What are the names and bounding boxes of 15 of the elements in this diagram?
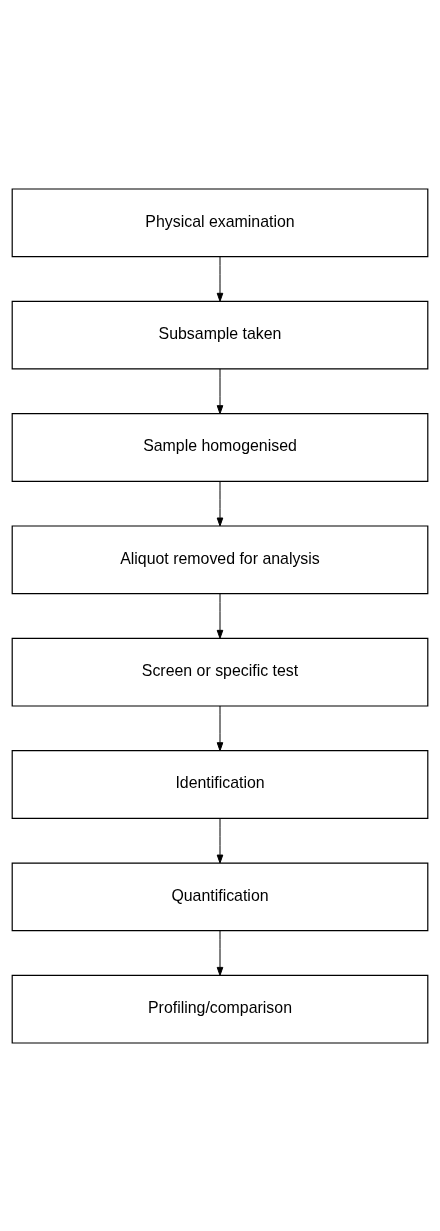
node-box: Profiling/comparison [11, 974, 429, 1044]
node-box: Aliquot removed for analysis [11, 524, 429, 594]
node-box: Sample homogenised [11, 412, 429, 482]
arrow [216, 367, 224, 414]
node-box: Physical examination [11, 187, 429, 257]
arrow [216, 592, 224, 639]
node-box: Screen or specific test [11, 637, 429, 707]
node-box: Identification [11, 749, 429, 819]
arrow [216, 480, 224, 526]
arrow [216, 255, 224, 302]
node-box: Quantification [11, 861, 429, 931]
arrow [216, 929, 224, 976]
node-box: Subsample taken [11, 300, 429, 370]
arrow [216, 817, 224, 863]
arrow [216, 705, 224, 751]
